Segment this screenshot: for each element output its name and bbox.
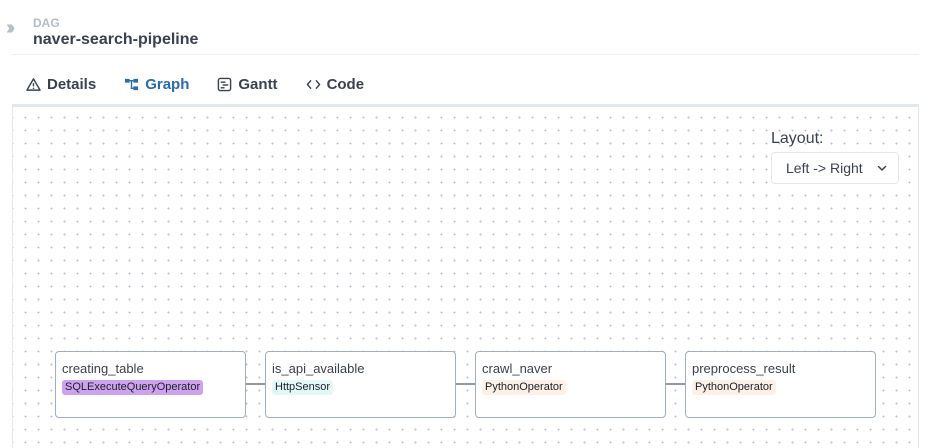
operator-badge: PythonOperator [692, 380, 776, 395]
tab-graph[interactable]: Graph [110, 62, 204, 107]
edge-creating-to-api [246, 383, 267, 385]
task-node-preprocess-result[interactable]: preprocess_result PythonOperator [685, 351, 876, 418]
layout-select[interactable]: Left -> Right [771, 152, 899, 184]
dag-title[interactable]: naver-search-pipeline [33, 31, 199, 48]
task-node-crawl-naver[interactable]: crawl_naver PythonOperator [475, 351, 666, 418]
tab-code-label: Code [326, 75, 365, 93]
operator-badge: PythonOperator [482, 380, 566, 395]
layout-select-value: Left -> Right [786, 160, 863, 176]
task-node-is-api-available[interactable]: is_api_available HttpSensor [265, 351, 456, 418]
tabs-underline [12, 104, 919, 107]
tab-gantt-label: Gantt [238, 75, 278, 93]
warning-triangle-icon [26, 77, 41, 92]
tab-gantt[interactable]: Gantt [203, 62, 291, 106]
dag-tabs: Details Graph Ga [12, 62, 919, 107]
tab-details-label: Details [47, 75, 97, 93]
layout-label: Layout: [771, 130, 824, 147]
task-node-title: is_api_available [272, 361, 365, 376]
task-node-title: creating_table [62, 361, 144, 376]
code-icon [306, 77, 321, 92]
dag-label: DAG [33, 16, 60, 30]
graph-canvas[interactable]: Layout: Left -> Right creating_table SQL… [12, 107, 919, 448]
header-divider [12, 54, 919, 55]
task-node-title: crawl_naver [482, 361, 553, 376]
task-node-title: preprocess_result [692, 361, 796, 376]
expand-sidebar-icon[interactable]: ›› [6, 17, 16, 39]
tab-graph-label: Graph [145, 75, 190, 93]
tab-code[interactable]: Code [292, 62, 379, 106]
gantt-icon [217, 77, 232, 92]
edge-crawl-to-preprocess [666, 383, 687, 385]
operator-badge: HttpSensor [272, 380, 334, 395]
task-node-creating-table[interactable]: creating_table SQLExecuteQueryOperator [55, 351, 246, 418]
edge-api-to-crawl [456, 383, 477, 385]
graph-icon [124, 77, 139, 92]
tab-details[interactable]: Details [12, 62, 110, 106]
operator-badge: SQLExecuteQueryOperator [62, 380, 204, 395]
chevron-down-icon [876, 162, 888, 174]
